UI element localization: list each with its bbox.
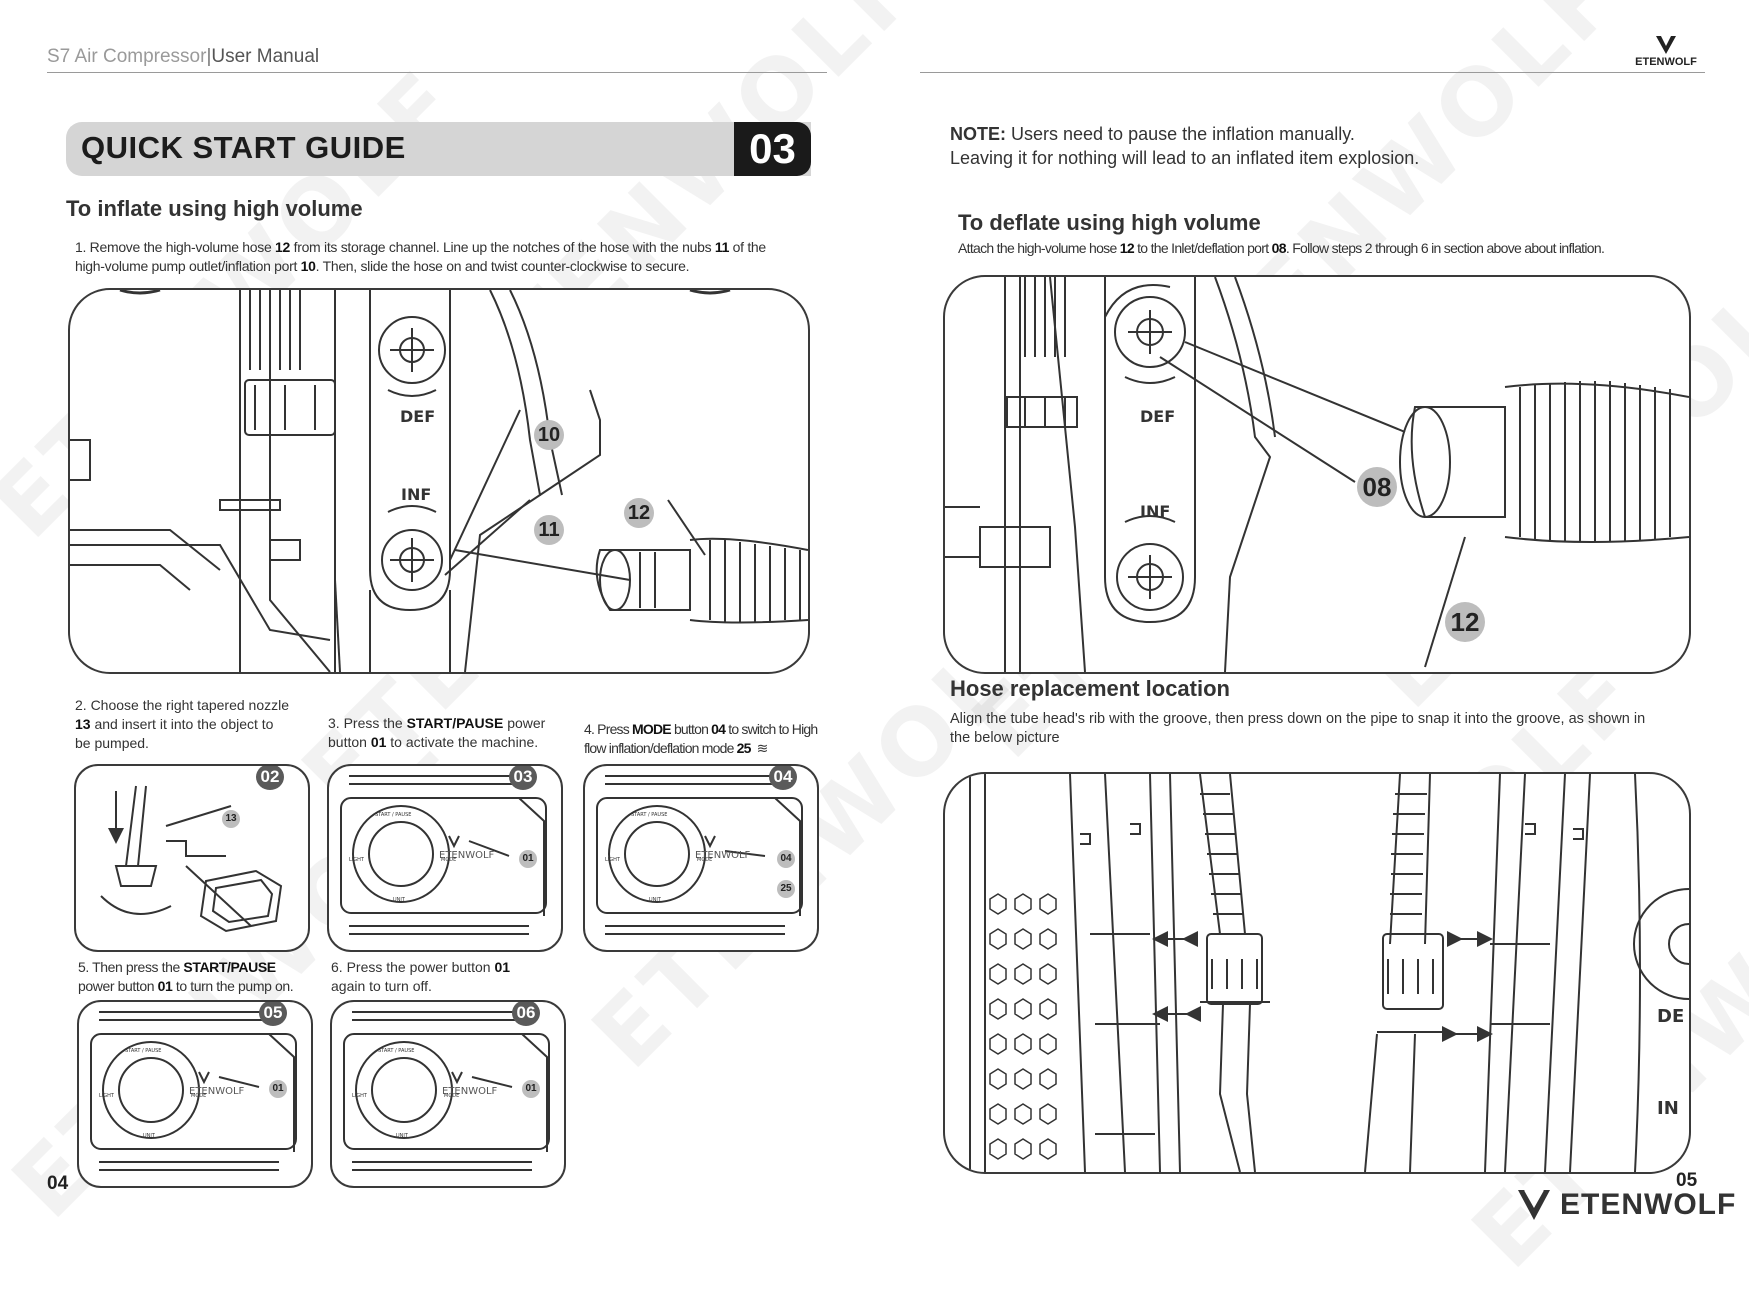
step-tag-04: 04 (769, 766, 797, 790)
svg-text:MODE: MODE (191, 1093, 206, 1099)
callout-01: 01 (269, 1080, 287, 1098)
inflate-heading: To inflate using high volume (66, 196, 363, 221)
step-tag-06: 06 (512, 1002, 540, 1026)
header-product: S7 Air Compressor (47, 46, 207, 67)
wolf-logo-icon (1656, 36, 1676, 54)
callout-12: 12 (1445, 602, 1485, 642)
step4-text: 4. Press MODE button 04 to switch to Hig… (584, 721, 818, 756)
section-title-bar (66, 122, 811, 176)
hose-replacement-drawing: DE IN (969, 774, 1689, 1172)
header-rule-left (47, 72, 827, 73)
svg-text:UNIT: UNIT (143, 1133, 156, 1139)
section-number: 03 (734, 122, 811, 176)
wolf-logo-icon (1518, 1189, 1550, 1220)
step-tag-05: 05 (259, 1002, 287, 1026)
svg-text:LIGHT: LIGHT (349, 857, 365, 863)
svg-text:MODE: MODE (697, 857, 712, 863)
svg-text:START / PAUSE: START / PAUSE (631, 812, 667, 818)
brand-logo-footer: ETENWOLF (1516, 1188, 1736, 1222)
callout-12: 12 (624, 498, 654, 528)
hose-text: Align the tube head's rib with the groov… (950, 711, 1646, 746)
inflate-device-drawing: DEF INF (70, 290, 808, 672)
inflate-illustration: DEF INF 10 11 12 (68, 288, 810, 674)
port-label-inf: INF (401, 485, 431, 504)
header-doc: User Manual (211, 46, 320, 67)
brand-logo-small: ETENWOLF (1630, 34, 1702, 68)
control-panel-drawing: START / PAUSE ETENWOLF LIGHT MODE UNIT (596, 775, 803, 935)
port-label-inf: INF (1140, 502, 1170, 521)
svg-text:START / PAUSE: START / PAUSE (125, 1048, 161, 1054)
svg-text:LIGHT: LIGHT (352, 1093, 368, 1099)
callout-11: 11 (534, 515, 564, 545)
svg-text:ETENWOLF: ETENWOLF (695, 850, 751, 861)
step5-illustration: START / PAUSE ETENWOLF LIGHT MODE UNIT 0… (77, 1000, 313, 1188)
control-panel-drawing: START / PAUSE ETENWOLF LIGHT MODE UNIT (90, 1011, 297, 1171)
svg-text:MODE: MODE (444, 1093, 459, 1099)
hose-heading: Hose replacement location (950, 676, 1230, 701)
page-header-left: S7 Air Compressor|User Manual (47, 46, 319, 68)
callout-01: 01 (519, 850, 537, 868)
port-label-def: DEF (1140, 407, 1175, 426)
svg-text:UNIT: UNIT (393, 897, 406, 903)
svg-text:ETENWOLF: ETENWOLF (439, 850, 495, 861)
step4-illustration: START / PAUSE ETENWOLF LIGHT MODE UNIT 0… (583, 764, 819, 952)
step3-illustration: START / PAUSE ETENWOLF LIGHT MODE UNIT 0… (327, 764, 563, 952)
brand-small-text: ETENWOLF (1635, 56, 1697, 68)
deflate-device-drawing: DEF INF (945, 277, 1689, 672)
svg-text:LIGHT: LIGHT (605, 857, 621, 863)
callout-13: 13 (222, 810, 240, 828)
edge-label-in: IN (1657, 1098, 1679, 1119)
note-line2: Leaving it for nothing will lead to an i… (950, 148, 1420, 168)
header-rule-right (920, 72, 1705, 73)
section-title: QUICK START GUIDE (81, 130, 406, 165)
step2-illustration: 02 13 (74, 764, 310, 952)
svg-text:UNIT: UNIT (396, 1133, 409, 1139)
header-separator: | (206, 46, 212, 67)
svg-text:LIGHT: LIGHT (99, 1093, 115, 1099)
control-panel-drawing: START / PAUSE ETENWOLF LIGHT MODE UNIT (343, 1011, 550, 1171)
deflate-heading: To deflate using high volume (958, 210, 1261, 235)
page-number-left: 04 (47, 1173, 69, 1194)
step-tag-03: 03 (509, 766, 537, 790)
svg-text:START / PAUSE: START / PAUSE (378, 1048, 414, 1054)
page-number-right: 05 (1676, 1170, 1698, 1191)
airflow-icon: ≋ (756, 740, 769, 756)
deflate-illustration: DEF INF 08 12 (943, 275, 1691, 674)
control-panel-drawing: START / PAUSE ETENWOLF LIGHT MODE UNIT (340, 775, 547, 935)
callout-04: 04 (777, 850, 795, 868)
deflate-text: Attach the high-volume hose 12 to the In… (958, 240, 1605, 256)
svg-text:START / PAUSE: START / PAUSE (375, 812, 411, 818)
note-label: NOTE: (950, 124, 1006, 144)
step-tag-02: 02 (256, 766, 284, 790)
note-line1: Users need to pause the inflation manual… (1006, 124, 1355, 144)
edge-label-de: DE (1657, 1006, 1684, 1027)
svg-text:MODE: MODE (441, 857, 456, 863)
footer-brand-text: ETENWOLF (1560, 1188, 1737, 1221)
callout-08: 08 (1357, 467, 1397, 507)
port-label-def: DEF (400, 407, 435, 426)
hose-replacement-illustration: DE IN (943, 772, 1691, 1174)
nozzle-drawing (100, 785, 283, 933)
step6-illustration: START / PAUSE ETENWOLF LIGHT MODE UNIT 0… (330, 1000, 566, 1188)
callout-01: 01 (522, 1080, 540, 1098)
callout-10: 10 (534, 420, 564, 450)
svg-text:ETENWOLF: ETENWOLF (442, 1086, 498, 1097)
svg-text:UNIT: UNIT (649, 897, 662, 903)
inflate-step1: 1. Remove the high-volume hose 12 from i… (75, 239, 766, 274)
note: NOTE: Users need to pause the inflation … (950, 122, 1419, 170)
svg-text:ETENWOLF: ETENWOLF (189, 1086, 245, 1097)
callout-25: 25 (777, 880, 795, 898)
